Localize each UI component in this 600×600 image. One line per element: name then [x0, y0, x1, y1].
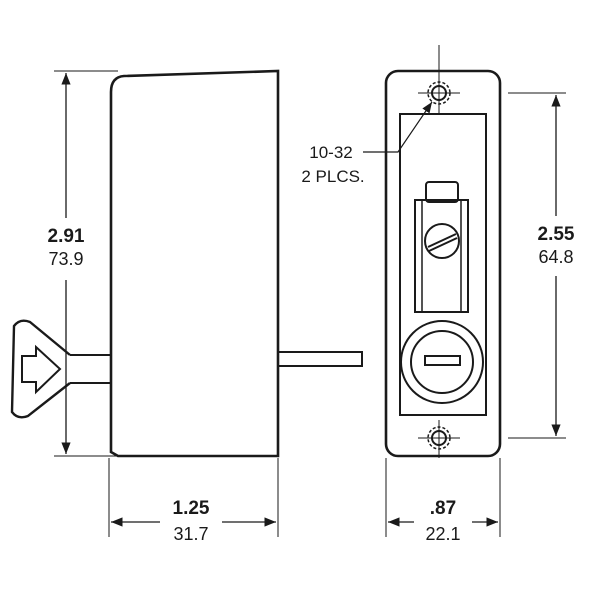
width-side-inch: 1.25: [173, 498, 210, 519]
front-view-inner-frame: [399, 113, 487, 416]
width-front-inch: .87: [430, 498, 456, 519]
front-view-plate: [384, 69, 502, 458]
height-front-inch: 2.55: [538, 224, 575, 245]
arrow-icon: [21, 344, 62, 395]
lock-cylinder: [400, 320, 484, 404]
side-view-plunger: [277, 351, 363, 367]
width-side-mm: 31.7: [173, 524, 208, 544]
dimensions: 2.91 73.9 1.25 31.7 .87 22.1 2.55 64.8: [48, 70, 575, 544]
callout-quantity: 2 PLCS.: [301, 167, 364, 186]
side-view: [10, 69, 363, 458]
bottom-mounting-hole: [418, 420, 460, 458]
keyway-slot: [424, 355, 461, 366]
hole-callout: 10-32 2 PLCS.: [301, 101, 433, 186]
bolt-tip: [425, 181, 459, 203]
callout-thread: 10-32: [309, 143, 352, 162]
screw-icon: [424, 223, 460, 259]
width-front-mm: 22.1: [425, 524, 460, 544]
bolt-housing: [414, 199, 469, 313]
top-mounting-hole: [418, 45, 460, 114]
side-view-key-head: [10, 319, 71, 419]
height-front-mm: 64.8: [538, 247, 573, 267]
height-overall-inch: 2.91: [48, 226, 85, 247]
side-view-body: [109, 69, 280, 458]
height-overall-mm: 73.9: [48, 249, 83, 269]
front-view: [384, 45, 502, 458]
